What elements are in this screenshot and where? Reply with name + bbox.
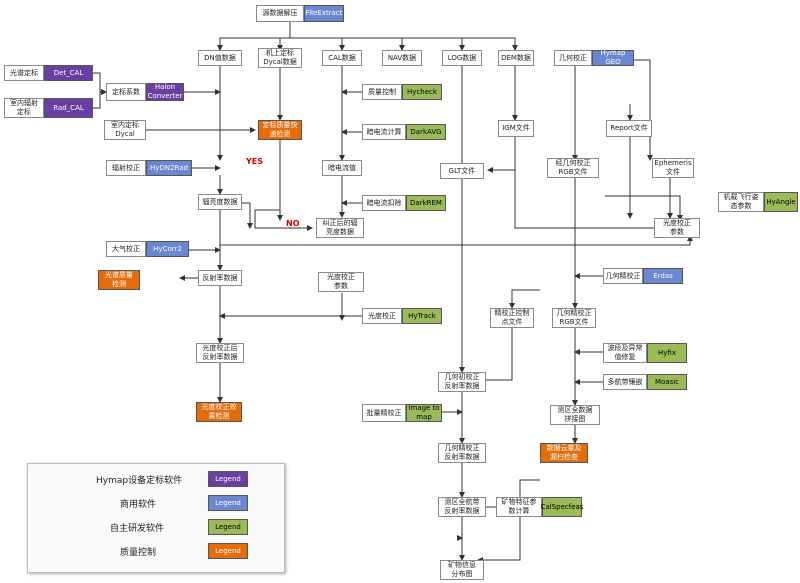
reflectance-data-box: 反射率数据 <box>198 270 242 286</box>
hyfix-tool: Hyfix <box>647 343 687 363</box>
radiometric-correction-box: 辐射校正 <box>106 160 146 176</box>
legend-swatch-green: Legend <box>208 519 248 535</box>
strip-mosaic-box: 多航带镶嵌 <box>603 374 647 390</box>
hycorr2-tool: HyCorr2 <box>146 241 189 257</box>
nav-data-box: NAV数据 <box>382 50 422 66</box>
spectral-quality-check-tool: 光谱质量 检测 <box>98 270 140 290</box>
light-correction-param2-box: 光度校正 参数 <box>318 272 364 292</box>
light-effect-check-tool: 光度校正效 果检测 <box>196 402 242 422</box>
atmospheric-correction-box: 大气校正 <box>106 241 146 257</box>
mineral-map-box: 矿物信息 分布图 <box>440 560 484 580</box>
dark-current-value-box: 暗电流值 <box>322 160 362 176</box>
image-to-map-tool: Image to map <box>406 404 442 422</box>
file-extract-tool: FileExtract <box>304 5 344 22</box>
control-point-file-box: 精校正控制 点文件 <box>490 308 534 328</box>
hycheck-tool: Hycheck <box>402 84 442 100</box>
spectral-calibration-box: 光谱定标 <box>4 65 44 81</box>
erdas-tool: Erdas <box>643 268 683 284</box>
geo-correction-box: 几何校正 <box>554 50 592 66</box>
geo-corrected-rgb-box: 经几何校正 RGB文件 <box>547 158 599 178</box>
quality-control-box: 质量控制 <box>362 84 402 100</box>
legend-label-commercial: 商用软件 <box>120 500 157 510</box>
moasic-tool: Moasic <box>647 374 687 390</box>
attitude-params-box: 机载飞行姿 态参数 <box>718 192 764 212</box>
glt-file-box: GLT文件 <box>440 163 484 179</box>
light-correction-param-box: 光度校正 参数 <box>654 218 700 238</box>
coarse-geo-reflectance-box: 几何初校正 反射率数据 <box>438 372 486 392</box>
band-fix-box: 波段及异常 值修复 <box>603 343 647 363</box>
ephemeris-file-box: Ephemeris 文件 <box>652 158 694 178</box>
dn-data-box: DN值数据 <box>198 50 242 66</box>
log-data-box: LOG数据 <box>442 50 482 66</box>
dark-current-calc-box: 暗电流计算 <box>362 124 406 140</box>
legend-label-self-developed: 自主研发软件 <box>110 524 165 534</box>
source-decompress-box: 源数据解压 <box>256 5 304 22</box>
dem-data-box: DEM数据 <box>498 50 534 66</box>
hymap-geo-tool: Hymap GEO <box>592 49 634 66</box>
fine-geo-reflectance-box: 几何精校正 反射率数据 <box>438 443 486 463</box>
dark-current-removal-box: 暗电流扣除 <box>362 195 406 211</box>
calibration-coefficient-box: 定标系数 <box>106 83 146 101</box>
cloud-scan-check-tool: 数据云量及 漏扫检查 <box>540 443 588 463</box>
det-cal-tool: Det_CAL <box>44 65 93 81</box>
legend-swatch-purple: Legend <box>208 471 248 487</box>
legend-swatch-orange: Legend <box>208 543 248 559</box>
rad-cal-tool: Rad_CAL <box>44 98 93 118</box>
igm-file-box: IGM文件 <box>498 120 534 137</box>
hydn2rad-tool: HyDN2Rad <box>146 160 192 176</box>
hytrack-tool: HyTrack <box>402 308 442 324</box>
calibration-fast-check-tool: 定标质量快 速检测 <box>258 120 302 140</box>
cal-data-box: CAL数据 <box>322 50 362 66</box>
light-correction-box: 光度校正 <box>362 308 402 324</box>
radiance-data-box: 辐亮度数据 <box>198 194 242 210</box>
mineral-param-calc-box: 矿物特征参 数计算 <box>496 497 542 517</box>
darkavg-tool: DarkAVG <box>406 124 446 140</box>
fine-rgb-file-box: 几何精校正 RGB文件 <box>552 308 596 328</box>
area-reflectance-box: 测区全航带 反射率数据 <box>438 497 486 517</box>
legend-label-hymap: Hymap设备定标软件 <box>96 476 183 486</box>
dycal-data-box: 机上定标 Dycal数据 <box>258 48 302 68</box>
calspecfeas-tool: CalSpecfeas <box>541 497 583 517</box>
legend-label-quality: 质量控制 <box>120 548 157 558</box>
hyangle-tool: HyAngle <box>764 192 798 212</box>
legend-swatch-blue: Legend <box>208 495 248 511</box>
batch-correction-box: 批量精校正 <box>362 404 406 422</box>
no-label: NO <box>286 219 300 228</box>
report-file-box: Report文件 <box>606 120 652 137</box>
area-mosaic-box: 测区全数据 拼接图 <box>550 405 600 425</box>
post-light-reflectance-box: 光度校正后 反射率数据 <box>196 343 244 363</box>
fine-geo-correction-box: 几何精校正 <box>603 268 643 284</box>
indoor-dycal-box: 室内定标 Dycal <box>104 120 146 140</box>
corrected-radiance-box: 纠正后的辐 亮度数据 <box>316 218 364 238</box>
indoor-radiometric-box: 室内辐射 定标 <box>4 98 44 118</box>
halon-converter-tool: Halon Converter <box>146 83 184 101</box>
darkrem-tool: DarkREM <box>406 195 446 211</box>
yes-label: YES <box>246 157 264 166</box>
